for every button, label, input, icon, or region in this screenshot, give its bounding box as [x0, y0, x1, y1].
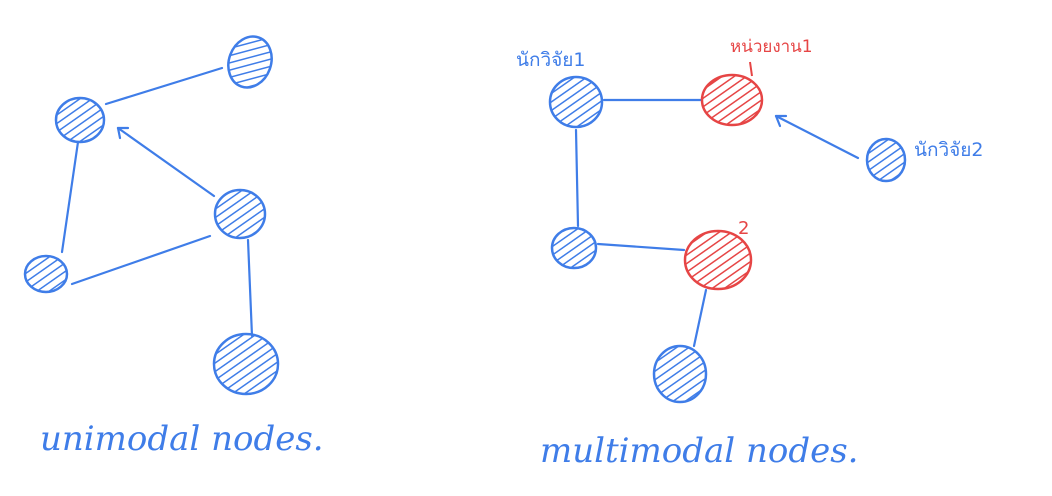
label-researcher-2: นักวิจัย2 [914, 139, 984, 161]
edge-n1-n2 [104, 66, 224, 106]
label-organization-2: 2 [738, 218, 749, 239]
label-organization-1: หน่วยงาน1 [730, 37, 813, 57]
edge-n3-n1 [116, 126, 216, 198]
node-researcher-2 [865, 137, 907, 183]
label-tick [749, 61, 753, 77]
node-u4 [23, 254, 69, 294]
unimodal-diagram: unimodal nodes. [23, 35, 324, 459]
node-researcher-1 [548, 75, 604, 129]
multimodal-caption: multimodal nodes. [540, 431, 858, 471]
node-organization-1 [700, 73, 764, 127]
node-u2 [227, 35, 273, 89]
label-researcher-1: นักวิจัย1 [516, 49, 586, 71]
edge-n4-n3 [70, 234, 212, 286]
node-m4 [550, 226, 598, 270]
node-u5 [212, 332, 280, 396]
edge-m2-arrowhead [774, 114, 788, 128]
node-u3 [213, 188, 267, 240]
edge-n1-arrowhead [116, 126, 130, 140]
node-u1 [54, 96, 106, 144]
edge-m1-m4 [574, 128, 580, 228]
node-m6 [652, 344, 708, 404]
edge-m5-m6 [692, 288, 708, 348]
multimodal-diagram: นักวิจัย1 หน่วยงาน1 นักวิจัย2 2 multimod… [516, 37, 984, 471]
unimodal-caption: unimodal nodes. [40, 419, 324, 459]
edge-m4-m5 [596, 242, 686, 252]
node-organization-2 [683, 229, 753, 291]
edge-m3-m2 [774, 114, 860, 160]
edge-n1-n4 [60, 140, 80, 254]
edge-n3-n5 [246, 238, 254, 338]
